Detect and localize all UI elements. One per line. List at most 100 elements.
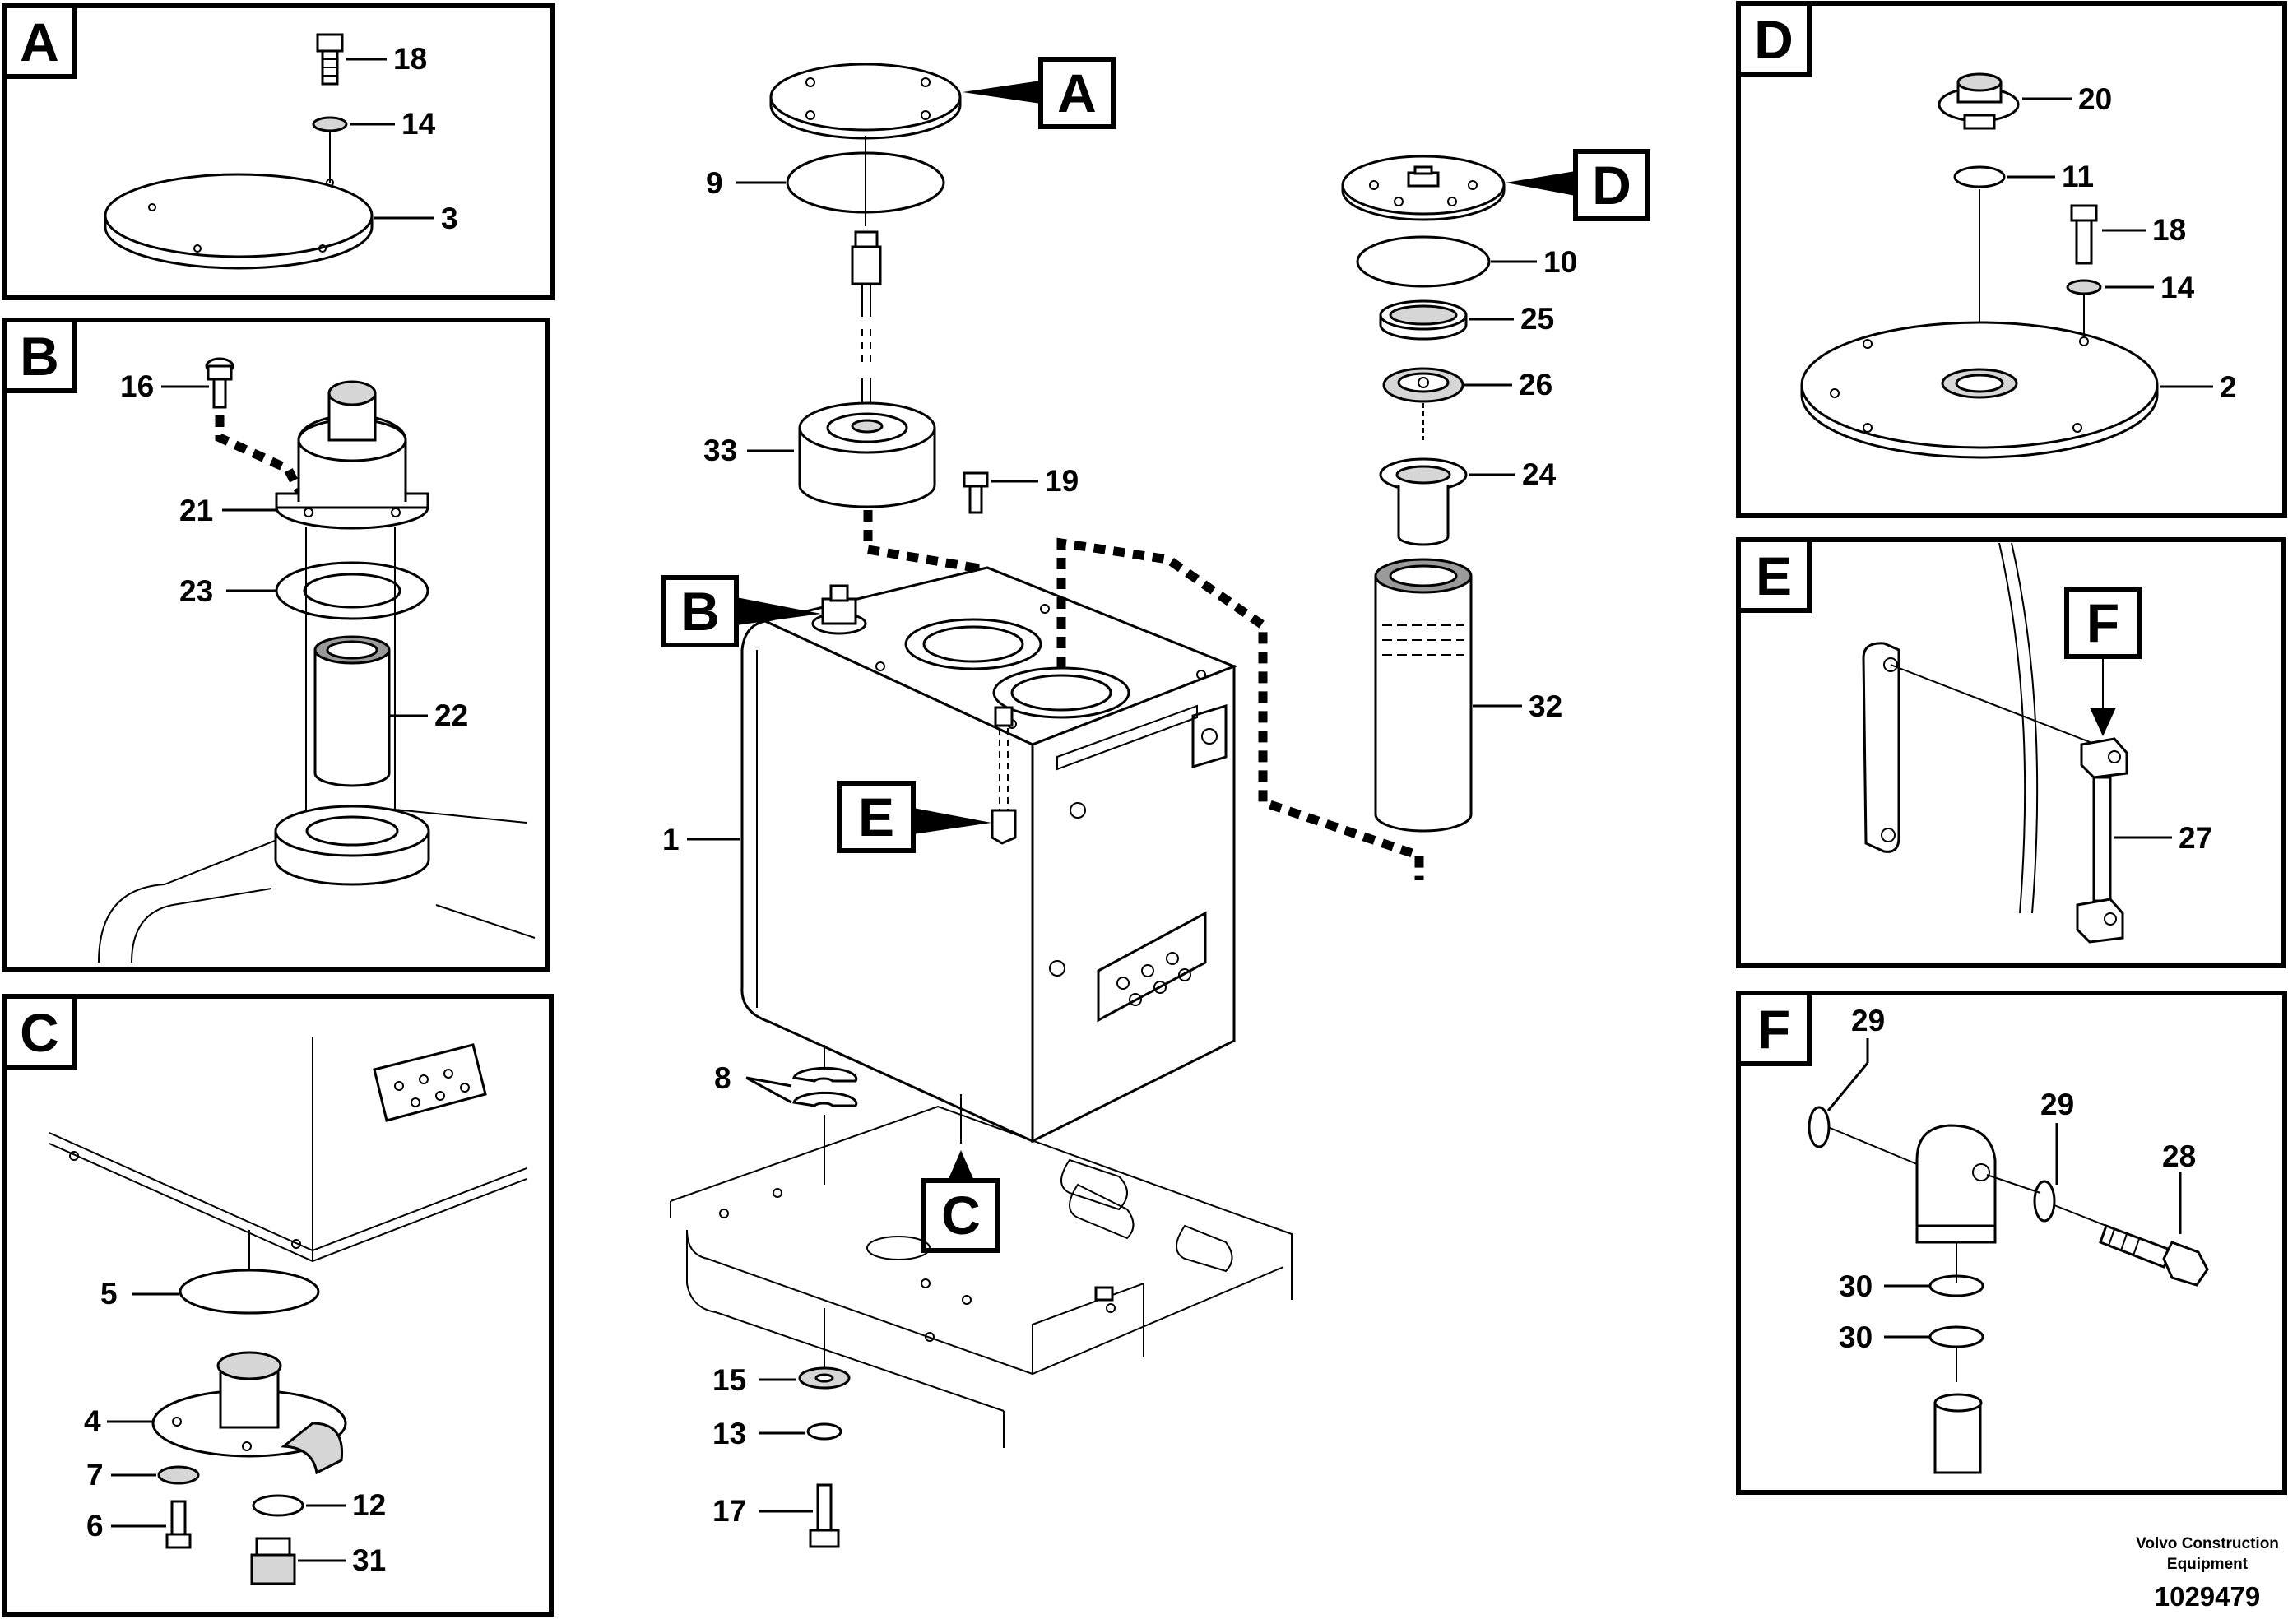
callout-29-right: 29 — [2040, 1088, 2074, 1121]
callout-14: 14 — [401, 107, 436, 141]
level-sensor-rod-drawing — [851, 230, 882, 420]
o-ring-11-drawing — [1953, 165, 2006, 188]
o-ring-29-left-drawing — [1808, 1106, 1831, 1148]
callout-1: 1 — [662, 823, 680, 856]
o-ring-30-upper-drawing — [1928, 1274, 1984, 1297]
company-line-2: Equipment — [2167, 1556, 2249, 1573]
float-path — [863, 510, 980, 576]
cover-plate-3-drawing — [104, 173, 374, 270]
detail-panel-c: C 5 4 7 — [2, 994, 554, 1617]
callout-10: 10 — [1543, 245, 1577, 279]
view-box-a-letter: A — [1057, 63, 1097, 123]
panel-b-letter: B — [20, 326, 59, 387]
callout-26: 26 — [1519, 368, 1552, 401]
o-ring-29-right-drawing — [2033, 1180, 2056, 1223]
callout-6: 6 — [86, 1509, 104, 1543]
filter-path — [1056, 537, 1424, 880]
sensor-block-drawing — [1915, 1124, 1997, 1244]
main-assembly-view: A 9 33 19 — [661, 57, 1424, 1548]
breather-21-drawing — [275, 380, 429, 530]
view-box-f-letter: F — [2086, 592, 2119, 653]
washer-14-d-drawing — [2066, 279, 2102, 295]
cover-plate-2-drawing — [1800, 321, 2159, 459]
detail-panel-e: E F 27 — [1736, 537, 2286, 968]
plug-20-drawing — [1938, 72, 2020, 130]
washer-12-drawing — [252, 1494, 304, 1517]
view-box-b-letter: B — [680, 581, 720, 642]
bolt-6-drawing — [165, 1500, 192, 1549]
bolt-18-d-drawing — [2070, 204, 2098, 265]
ring-25-drawing — [1379, 299, 1468, 341]
float-33-drawing — [798, 401, 936, 508]
pointer-f — [2090, 708, 2116, 736]
callout-19: 19 — [1045, 464, 1079, 498]
callout-18-d: 18 — [2152, 213, 2186, 247]
detail-panel-a: A 18 14 3 — [2, 3, 555, 300]
document-number: 1029479 — [2155, 1581, 2260, 1612]
panel-e-letter-box — [1736, 537, 1812, 613]
washer-14-drawing — [312, 116, 348, 132]
detail-panel-d: D 20 11 18 14 — [1736, 1, 2287, 518]
callout-9: 9 — [706, 166, 723, 200]
callout-23: 23 — [179, 574, 213, 608]
panel-a-letter-box — [2, 3, 77, 79]
panel-d-letter: D — [1754, 9, 1794, 70]
view-box-c — [921, 1178, 1000, 1253]
o-ring-30-lower-drawing — [1928, 1325, 1984, 1348]
filter-22-drawing — [313, 635, 391, 787]
o-ring-5-drawing — [179, 1269, 320, 1315]
callout-15: 15 — [712, 1363, 746, 1397]
tank-flange-b-drawing — [98, 805, 536, 963]
callout-2: 2 — [2220, 370, 2237, 404]
callout-11: 11 — [2062, 160, 2094, 193]
bolt-19-drawing — [963, 471, 989, 514]
mounting-frame-drawing — [670, 1105, 1293, 1448]
company-line-1: Volvo Construction — [2136, 1535, 2279, 1552]
view-box-d-letter: D — [1592, 155, 1631, 216]
callout-24: 24 — [1522, 457, 1557, 491]
cover-plate-a-main-drawing — [769, 63, 962, 140]
suction-flange-4-drawing — [151, 1351, 347, 1475]
callout-30-upper: 30 — [1839, 1269, 1873, 1303]
panel-f-letter-box — [1736, 991, 1812, 1066]
bolt-17-drawing — [809, 1483, 840, 1548]
footer: Volvo Construction Equipment 1029479 — [2136, 1535, 2279, 1612]
washer-7-drawing — [157, 1465, 200, 1485]
panel-f-letter: F — [1757, 999, 1790, 1060]
callout-32: 32 — [1529, 689, 1562, 723]
callout-8: 8 — [714, 1061, 731, 1095]
detail-panel-b: B 16 21 23 — [2, 318, 550, 972]
callout-3: 3 — [441, 202, 458, 235]
callout-16: 16 — [120, 369, 154, 403]
view-box-e — [837, 781, 916, 853]
callout-25: 25 — [1520, 302, 1554, 336]
panel-f-frame — [1736, 991, 2287, 1495]
level-sensor-27-drawing — [2076, 737, 2128, 944]
view-box-b — [661, 575, 739, 647]
washers-8-drawing — [792, 1066, 858, 1107]
pointer-e — [913, 808, 991, 834]
callout-18: 18 — [393, 42, 427, 76]
panel-c-letter-box — [2, 994, 77, 1070]
pointer-d — [1506, 171, 1576, 196]
bolt-18-drawing — [316, 33, 344, 86]
detail-panel-f: F 29 29 28 30 — [1736, 991, 2287, 1495]
view-box-e-letter: E — [858, 786, 894, 847]
callout-28: 28 — [2162, 1139, 2196, 1173]
callout-22: 22 — [434, 698, 468, 732]
pointer-b — [736, 597, 821, 625]
panel-a-letter: A — [20, 12, 59, 72]
callout-7: 7 — [86, 1458, 104, 1492]
washer-13-drawing — [806, 1422, 842, 1441]
callout-27: 27 — [2179, 821, 2212, 855]
panel-b-letter-box — [2, 318, 77, 393]
panel-d-letter-box — [1736, 1, 1812, 77]
callout-29-left: 29 — [1851, 1004, 1885, 1037]
panel-e-frame — [1736, 537, 2286, 968]
hydraulic-tank-1-drawing — [740, 566, 1238, 1144]
callout-21: 21 — [179, 494, 213, 527]
callout-33: 33 — [703, 434, 737, 467]
return-filter-assembly: D 10 25 26 24 — [1341, 149, 1650, 833]
pointer-c — [948, 1150, 974, 1181]
plug-31-drawing — [250, 1537, 296, 1585]
